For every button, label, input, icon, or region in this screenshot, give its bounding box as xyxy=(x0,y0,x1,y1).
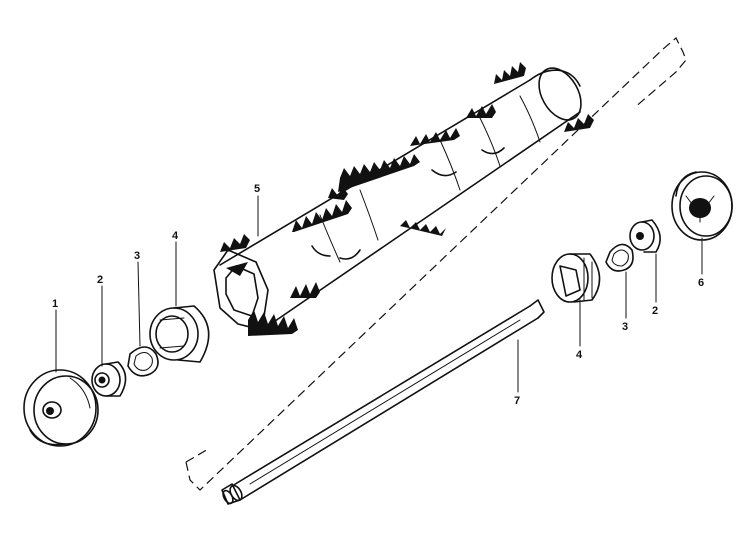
right-bearing xyxy=(629,219,661,253)
right-end-cap xyxy=(671,171,733,241)
bristle-strip-upper xyxy=(220,62,594,252)
left-bearing xyxy=(91,361,127,397)
left-bearing-housing xyxy=(149,305,210,363)
bristle-strip-lower xyxy=(248,282,320,336)
callout-6: 6 xyxy=(698,277,704,289)
callout-5: 5 xyxy=(254,183,260,195)
callout-1: 1 xyxy=(52,298,58,310)
brush-roll-shaft xyxy=(221,299,545,505)
bristle-strip-middle xyxy=(292,104,496,232)
leader-lines xyxy=(55,195,703,393)
callout-4-left: 4 xyxy=(172,230,179,242)
callout-4-right: 4 xyxy=(576,349,583,361)
callout-2-left: 2 xyxy=(97,274,103,286)
right-retaining-ring xyxy=(605,243,634,272)
left-retaining-ring xyxy=(127,346,159,377)
callout-3-right: 3 xyxy=(622,321,628,333)
callout-7: 7 xyxy=(514,395,520,407)
callout-3-left: 3 xyxy=(134,250,140,262)
right-bearing-housing xyxy=(551,253,601,303)
brush-roll-dowel xyxy=(213,62,594,336)
assembly-boundary-dashed xyxy=(185,37,687,491)
callout-2-right: 2 xyxy=(652,305,658,317)
left-end-cap xyxy=(23,369,99,447)
